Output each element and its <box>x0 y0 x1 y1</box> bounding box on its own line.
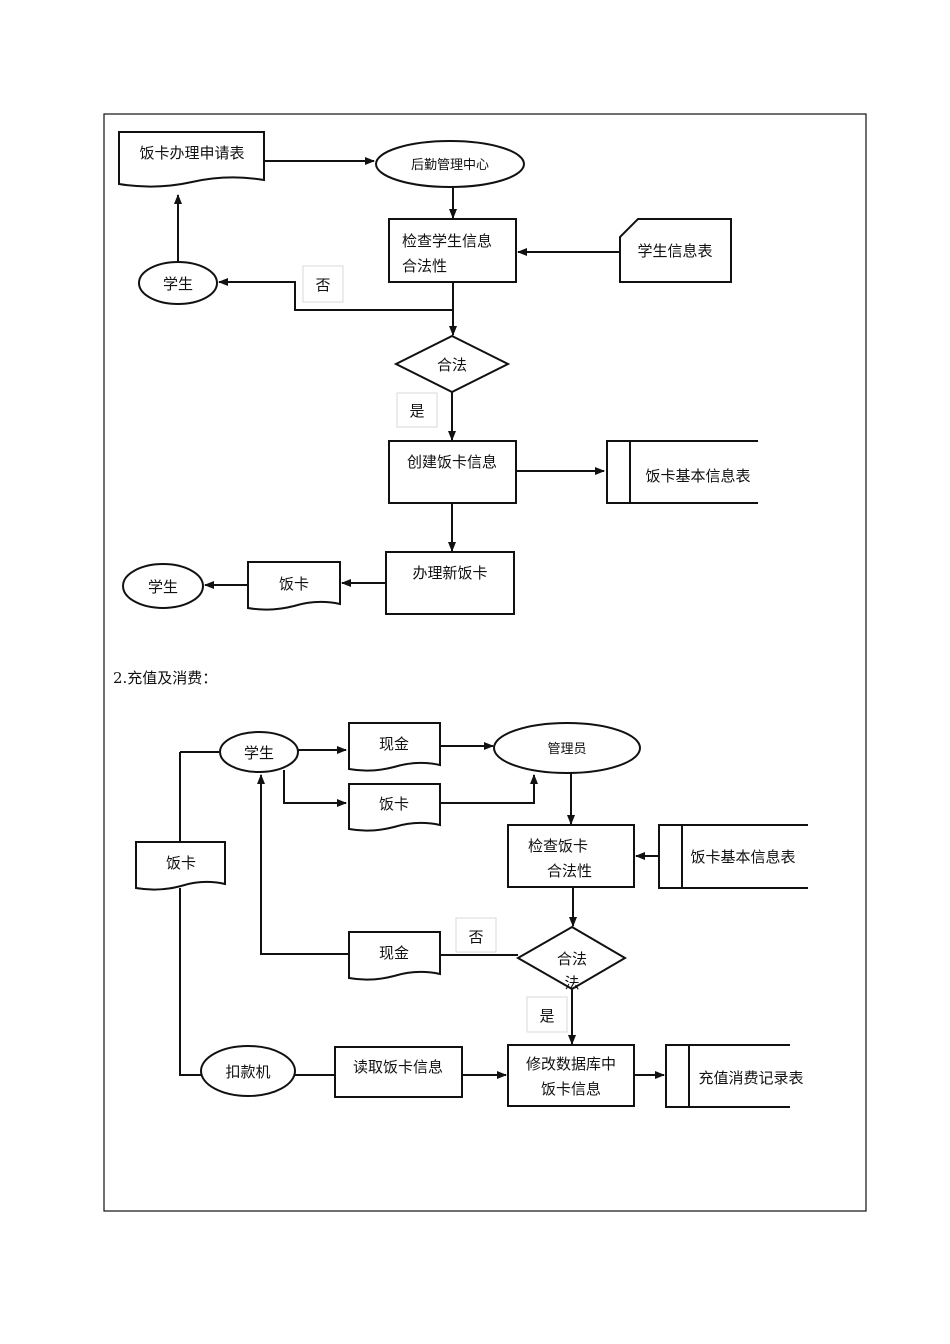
logistics-center-entity: 后勤管理中心 <box>375 140 525 188</box>
check-card-line2: 合法性 <box>547 862 592 880</box>
check-card-process: 检查饭卡 合法性 <box>507 824 635 888</box>
cash-top-label: 现金 <box>379 735 409 753</box>
read-card-info-label: 读取饭卡信息 <box>353 1058 443 1076</box>
cash-return-label: 现金 <box>379 944 409 962</box>
modify-database-process: 修改数据库中 饭卡信息 <box>507 1044 635 1107</box>
student-entity-bottom: 学生 <box>122 563 204 609</box>
diagram-card-application: 饭卡办理申请表 后勤管理中心 检查学生信息 合法性 学生信息表 学生 <box>118 131 758 615</box>
label-yes-text-2: 是 <box>539 1007 554 1025</box>
arrow-no-to-student <box>218 278 453 311</box>
process-new-card-label: 办理新饭卡 <box>412 564 487 582</box>
admin-entity: 管理员 <box>493 722 641 774</box>
create-card-info-process: 创建饭卡信息 <box>388 440 517 504</box>
cash-document-return: 现金 <box>348 931 441 981</box>
decision-valid-label: 合法 <box>437 356 467 374</box>
logistics-center-label: 后勤管理中心 <box>411 158 489 173</box>
process-new-card: 办理新饭卡 <box>385 551 515 615</box>
label-no-text-2: 否 <box>468 928 483 946</box>
student-bottom-label: 学生 <box>148 578 178 596</box>
admin-label: 管理员 <box>547 742 586 757</box>
student-entity: 学生 <box>219 731 299 773</box>
decision-line2: 法 <box>564 974 579 992</box>
recharge-record-store: 充值消费记录表 <box>665 1044 804 1108</box>
label-no-box-2: 否 <box>455 917 497 953</box>
card-basic-info-label-2: 饭卡基本信息表 <box>690 848 795 866</box>
decision-diamond-2: 合法 法 <box>515 925 627 992</box>
section-2-title: 2.充值及消费： <box>113 669 217 687</box>
create-card-info-label: 创建饭卡信息 <box>407 453 497 471</box>
arrow-cash-to-student <box>257 774 349 955</box>
diagram-recharge-consume: 学生 现金 管理员 饭卡 检查饭卡 合法性 <box>135 722 808 1108</box>
deduction-machine-label: 扣款机 <box>225 1063 270 1081</box>
card-document: 饭卡 <box>247 561 341 611</box>
read-card-info-process: 读取饭卡信息 <box>334 1046 463 1098</box>
card-basic-info-store: 饭卡基本信息表 <box>606 440 758 504</box>
check-student-info-process: 检查学生信息 合法性 <box>388 218 517 283</box>
label-yes-box: 是 <box>396 392 438 428</box>
page-frame <box>103 113 867 1212</box>
card-basic-info-label: 饭卡基本信息表 <box>645 467 750 485</box>
decision-line1: 合法 <box>557 950 587 968</box>
decision-valid-diamond: 合法 <box>393 334 511 394</box>
cash-document-top: 现金 <box>348 722 441 772</box>
card-document-left: 饭卡 <box>135 841 226 891</box>
arrow-student-to-card <box>283 770 347 807</box>
card-document-label: 饭卡 <box>279 575 309 593</box>
check-student-line2: 合法性 <box>402 257 447 275</box>
card-document-top: 饭卡 <box>348 783 441 832</box>
card-basic-info-store-2: 饭卡基本信息表 <box>658 824 808 889</box>
label-no-box: 否 <box>302 265 344 303</box>
student-entity-top: 学生 <box>138 261 218 305</box>
application-form-label: 饭卡办理申请表 <box>139 144 244 162</box>
card-top-label: 饭卡 <box>379 795 409 813</box>
modify-db-line1: 修改数据库中 <box>526 1055 616 1073</box>
line-card-to-machine <box>179 888 201 1076</box>
deduction-machine-entity: 扣款机 <box>200 1045 296 1097</box>
recharge-record-label: 充值消费记录表 <box>698 1069 803 1087</box>
modify-db-line2: 饭卡信息 <box>541 1080 601 1098</box>
label-yes-text: 是 <box>409 402 424 420</box>
check-card-line1: 检查饭卡 <box>528 837 588 855</box>
student-info-table-store: 学生信息表 <box>619 218 732 283</box>
student-top-label: 学生 <box>163 275 193 293</box>
student-info-table-label: 学生信息表 <box>637 242 712 260</box>
application-form-document: 饭卡办理申请表 <box>118 131 265 188</box>
label-no-text: 否 <box>315 276 330 294</box>
card-left-label: 饭卡 <box>166 854 196 872</box>
check-student-line1: 检查学生信息 <box>402 232 492 250</box>
student-label: 学生 <box>244 744 274 762</box>
label-yes-box-2: 是 <box>526 996 568 1033</box>
arrow-card-to-admin <box>440 774 538 804</box>
